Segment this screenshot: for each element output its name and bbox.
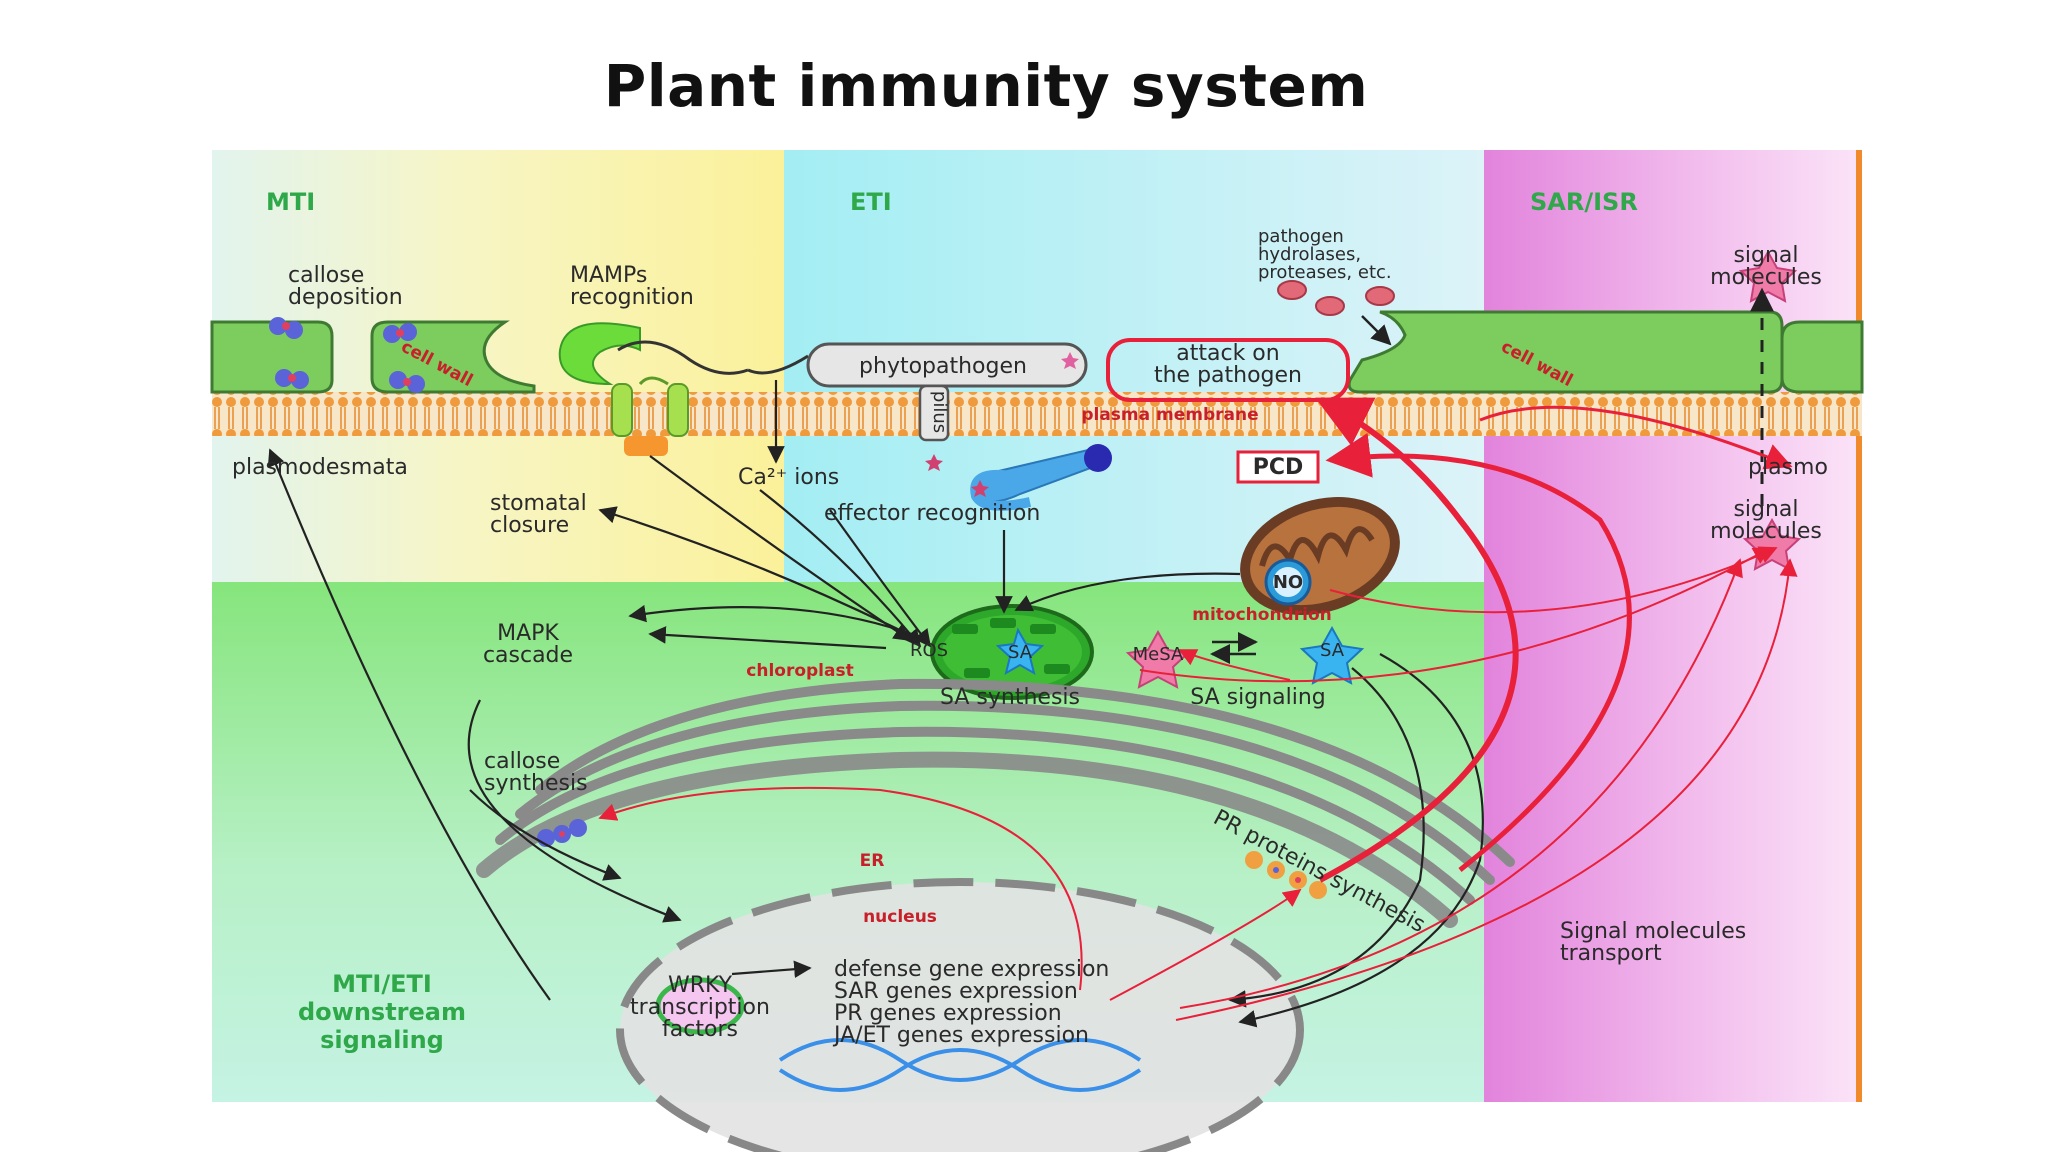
signal-molecules-mid-1: signal (1733, 497, 1798, 522)
black-pathway-arrows (267, 380, 1484, 1028)
attack-box (1106, 338, 1350, 402)
pilus-label: pilus (929, 391, 950, 433)
stomatal-closure-1: stomatal (490, 491, 587, 516)
wrky-label-2: transcription (630, 995, 770, 1020)
signal-molecules-top-1: signal (1733, 243, 1798, 268)
mamp-receptor (558, 322, 809, 456)
attack-on-pathogen-1: attack on (1176, 341, 1279, 366)
endoplasmic-reticulum (476, 678, 1515, 928)
nucleus (616, 878, 1304, 1152)
ros-label: ROS (910, 640, 948, 661)
mamps-recognition-2: recognition (570, 285, 694, 310)
sa-synthesis-label: SA synthesis (940, 685, 1080, 710)
zone-eti: ETI (850, 188, 892, 216)
callose-synthesis-2: synthesis (484, 771, 588, 796)
plasmodesmata-label: plasmodesmata (232, 455, 408, 480)
pathogen-hydrolases-3: proteases, etc. (1258, 262, 1392, 283)
effector-recognition-label: effector recognition (824, 501, 1040, 526)
chloroplast-label: chloroplast (746, 661, 853, 681)
stomatal-closure-2: closure (490, 513, 569, 538)
mitochondrion-label: mitochondrion (1192, 605, 1331, 625)
red-pathway-arrows (598, 397, 1798, 1021)
pathogen-hydrolases-1: pathogen (1258, 226, 1344, 247)
plasma-membrane (212, 392, 1862, 436)
zone-mti: MTI (266, 188, 315, 216)
gene-expression-4: JA/ET genes expression (832, 1023, 1089, 1048)
no-label: NO (1273, 572, 1303, 593)
effector-receptor (925, 444, 1112, 511)
signal-transport-2: transport (1560, 941, 1662, 966)
attack-on-pathogen-2: the pathogen (1154, 363, 1302, 388)
gene-expression-1: defense gene expression (834, 957, 1109, 982)
sa-star (1299, 625, 1365, 685)
zone-downstream-2: downstream (298, 998, 466, 1026)
phytopathogen-label: phytopathogen (859, 354, 1027, 379)
phytopathogen-bacterium: pilus phytopathogen (806, 342, 1088, 442)
wrky-label-1: WRKY (668, 973, 733, 998)
pcd-box (1236, 450, 1320, 484)
pathogen-hydrolases-2: hydrolases, (1258, 244, 1361, 265)
signal-molecules-mid-2: molecules (1710, 519, 1822, 544)
callose-deposition-2: deposition (288, 285, 403, 310)
er-label: ER (860, 851, 885, 871)
signal-molecules-top-2: molecules (1710, 265, 1822, 290)
mamps-recognition-1: MAMPs (570, 263, 647, 288)
nucleus-label: nucleus (863, 907, 937, 927)
pcd-label: PCD (1253, 455, 1304, 480)
gene-expression-2: SAR genes expression (834, 979, 1078, 1004)
page-title: Plant immunity system (603, 52, 1369, 120)
sa-signaling-label: SA signaling (1190, 685, 1326, 710)
plasma-membrane-label: plasma membrane (1081, 405, 1258, 425)
mapk-cascade-2: cascade (483, 643, 573, 668)
sa-label-chloroplast: SA (1008, 642, 1033, 663)
mesa-sa-equilibrium-arrows (1210, 632, 1258, 664)
sar-zone-bg (1484, 150, 1862, 1102)
callose-deposits (269, 317, 425, 393)
callose-deposition-1: callose (288, 263, 364, 288)
zone-downstream-3: signaling (320, 1026, 444, 1054)
mitochondrion (1240, 497, 1400, 615)
hydrolase-droplets (1277, 280, 1395, 346)
mesa-label: MeSA (1133, 644, 1184, 665)
zone-downstream-1: MTI/ETI (332, 970, 432, 998)
zone-sar-isr: SAR/ISR (1530, 188, 1638, 216)
ca-ions-label: Ca²⁺ ions (738, 465, 839, 490)
plasmo-label: plasmo (1748, 455, 1828, 480)
signal-transport-1: Signal molecules (1560, 919, 1746, 944)
wrky-label-3: factors (662, 1017, 738, 1042)
callose-synthesis-1: callose (484, 749, 560, 774)
chloroplast (930, 604, 1094, 700)
mapk-cascade-1: MAPK (497, 621, 559, 646)
sa-label-signaling: SA (1320, 640, 1345, 661)
gene-expression-3: PR genes expression (834, 1001, 1062, 1026)
